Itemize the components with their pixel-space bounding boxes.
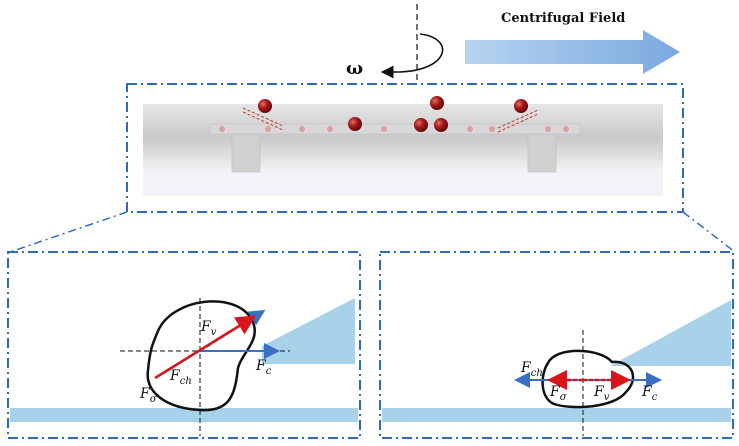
droplet	[514, 99, 528, 113]
rotation-indicator: ω	[346, 4, 444, 84]
centrifugal-field-arrow: Centrifugal Field	[465, 11, 680, 74]
droplet	[258, 99, 272, 113]
omega-label: ω	[346, 58, 363, 79]
droplet	[414, 118, 428, 132]
left-detail-panel: Fv Fch Fc Fσ	[7, 251, 361, 439]
zoom-line-left	[9, 211, 128, 253]
left-wedge	[262, 298, 355, 364]
right-droplet-outline	[541, 349, 635, 409]
right-label-fch: Fch	[520, 360, 543, 379]
right-label-fc: Fc	[641, 384, 658, 403]
zoom-line-right	[682, 211, 736, 253]
left-label-fc: Fc	[255, 358, 272, 377]
rotation-arrow	[380, 33, 444, 79]
left-channel-floor	[10, 408, 358, 422]
right-detail-panel: Fch Fσ Fv Fc	[379, 251, 734, 439]
right-label-fv: Fv	[593, 384, 610, 403]
right-channel-floor	[382, 408, 731, 422]
left-droplet-outline	[146, 300, 256, 412]
left-label-fch: Fch	[169, 368, 192, 387]
droplet	[430, 96, 444, 110]
droplets	[258, 96, 528, 132]
force-arrow-fch	[154, 315, 257, 380]
right-label-fsigma: Fσ	[549, 384, 568, 403]
droplet	[434, 118, 448, 132]
left-label-fsigma: Fσ	[139, 386, 158, 405]
droplet	[348, 117, 362, 131]
right-wedge	[610, 300, 731, 366]
left-label-fv: Fv	[200, 319, 217, 338]
chip-cross-section	[143, 104, 663, 196]
centrifugal-field-label: Centrifugal Field	[501, 11, 625, 26]
